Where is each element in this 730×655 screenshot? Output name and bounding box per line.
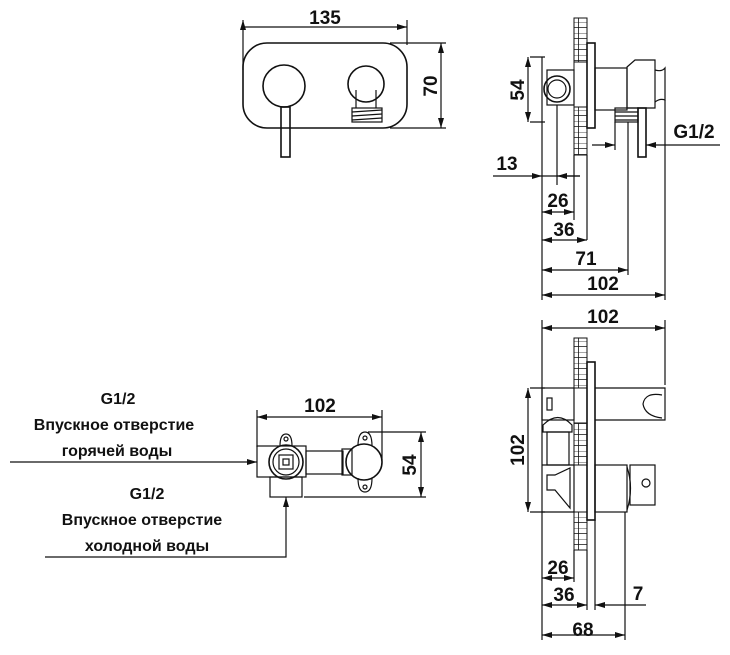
valve-view: 102 54 bbox=[10, 396, 426, 558]
hot-line1: Впускное отверстие bbox=[34, 417, 194, 434]
dim-102-label: 102 bbox=[587, 274, 619, 295]
dim-width-label: 135 bbox=[309, 8, 341, 29]
dim-102-vert-label: 102 bbox=[508, 434, 529, 466]
inlet-labels: G1/2 Впускное отверстие горячей воды G1/… bbox=[34, 391, 222, 555]
mixer-lever bbox=[280, 106, 291, 158]
dim-36-label: 36 bbox=[553, 220, 574, 241]
wall-section-bottom bbox=[573, 337, 588, 551]
dim-7-label: 7 bbox=[633, 584, 644, 605]
cover-plate bbox=[242, 42, 408, 129]
cold-thread-label: G1/2 bbox=[130, 486, 165, 503]
hot-thread-label: G1/2 bbox=[101, 391, 136, 408]
dim-71-label: 71 bbox=[575, 249, 597, 270]
front-view: 135 70 bbox=[242, 8, 446, 158]
dim-36-label: 36 bbox=[553, 585, 574, 606]
cold-line1: Впускное отверстие bbox=[62, 512, 222, 529]
cold-line2: холодной воды bbox=[85, 538, 209, 555]
outlet-connector bbox=[347, 65, 385, 103]
mixer-knob bbox=[262, 64, 306, 108]
cover-plate-side bbox=[586, 42, 596, 129]
dim-height-label: 70 bbox=[421, 75, 442, 96]
dim-102-top-label: 102 bbox=[587, 307, 619, 328]
dim-54-label: 54 bbox=[400, 454, 421, 476]
dim-26-label: 26 bbox=[547, 191, 568, 212]
cold-inlet-arrow bbox=[45, 497, 289, 558]
side-view-top: G1/2 54 13 26 36 71 102 bbox=[493, 17, 720, 300]
dim-54-label: 54 bbox=[508, 79, 529, 101]
outlet-thread bbox=[351, 107, 383, 123]
side-view-bottom: 102 102 26 36 7 68 bbox=[508, 307, 666, 641]
dim-13-label: 13 bbox=[496, 154, 517, 175]
dim-26-label: 26 bbox=[547, 558, 568, 579]
dim-102-label: 102 bbox=[304, 396, 336, 417]
dim-68-label: 68 bbox=[572, 620, 593, 641]
hot-line2: горячей воды bbox=[62, 443, 173, 460]
lever-side bbox=[637, 107, 647, 158]
outlet-holder-side bbox=[626, 59, 656, 109]
thread-label: G1/2 bbox=[673, 122, 714, 143]
hand-shower-holder bbox=[595, 387, 666, 421]
